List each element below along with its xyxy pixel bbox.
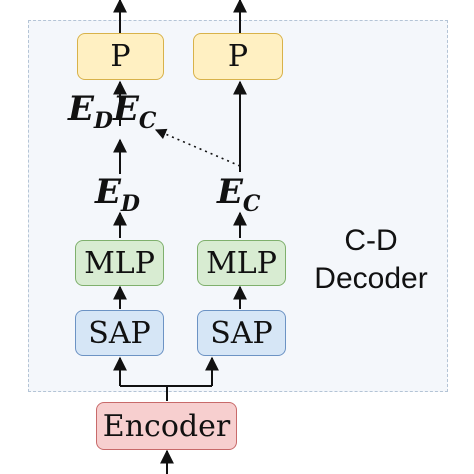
p-box-right: P xyxy=(193,33,283,80)
encoder-box: Encoder xyxy=(96,402,237,450)
mlp-box-right: MLP xyxy=(197,240,286,286)
sap-box-right: SAP xyxy=(197,310,286,356)
mlp-box-left: MLP xyxy=(75,240,164,286)
dotted-arrow-ec-to-edec xyxy=(154,128,241,167)
region-label-line2: Decoder xyxy=(314,261,428,295)
p-box-left: P xyxy=(77,33,164,80)
sap-box-left: SAP xyxy=(75,310,164,356)
symbol-ed-ec: EDEC xyxy=(68,89,157,134)
symbol-ec: EC xyxy=(217,172,261,217)
symbol-ed: ED xyxy=(95,172,140,217)
region-label: C-D Decoder xyxy=(296,222,446,297)
region-label-line1: C-D xyxy=(344,224,398,257)
